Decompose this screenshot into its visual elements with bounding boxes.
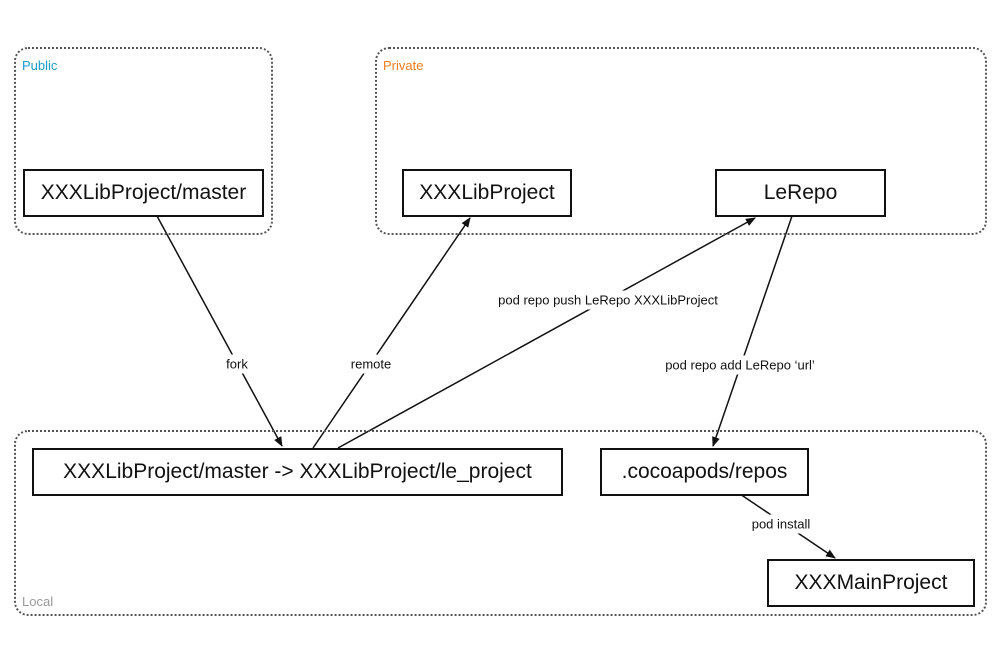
- edge-label-push: pod repo push LeRepo XXXLibProject: [494, 290, 722, 310]
- edge-remote: [312, 217, 471, 449]
- group-public-label: Public: [22, 58, 58, 73]
- edge-label-install: pod install: [747, 514, 815, 534]
- group-local-label: Local: [22, 594, 54, 609]
- group-private-label: Private: [383, 58, 424, 73]
- node-public-master: XXXLibProject/master: [23, 169, 264, 217]
- node-local-branch: XXXLibProject/master -> XXXLibProject/le…: [32, 448, 563, 496]
- edge-add: [712, 215, 793, 447]
- group-public: Public: [14, 47, 273, 235]
- edge-push: [337, 217, 756, 449]
- edge-fork: [156, 215, 283, 447]
- node-cocoapods-repos: .cocoapods/repos: [600, 448, 809, 496]
- edge-label-remote: remote: [346, 354, 396, 374]
- node-lerepo: LeRepo: [715, 169, 886, 217]
- node-private-project: XXXLibProject: [402, 169, 572, 217]
- group-local: Local: [14, 430, 987, 616]
- group-private: Private: [375, 47, 987, 235]
- node-main-project: XXXMainProject: [767, 559, 975, 607]
- edge-label-fork: fork: [222, 354, 252, 374]
- edge-label-add: pod repo add LeRepo ‘url’: [661, 355, 819, 375]
